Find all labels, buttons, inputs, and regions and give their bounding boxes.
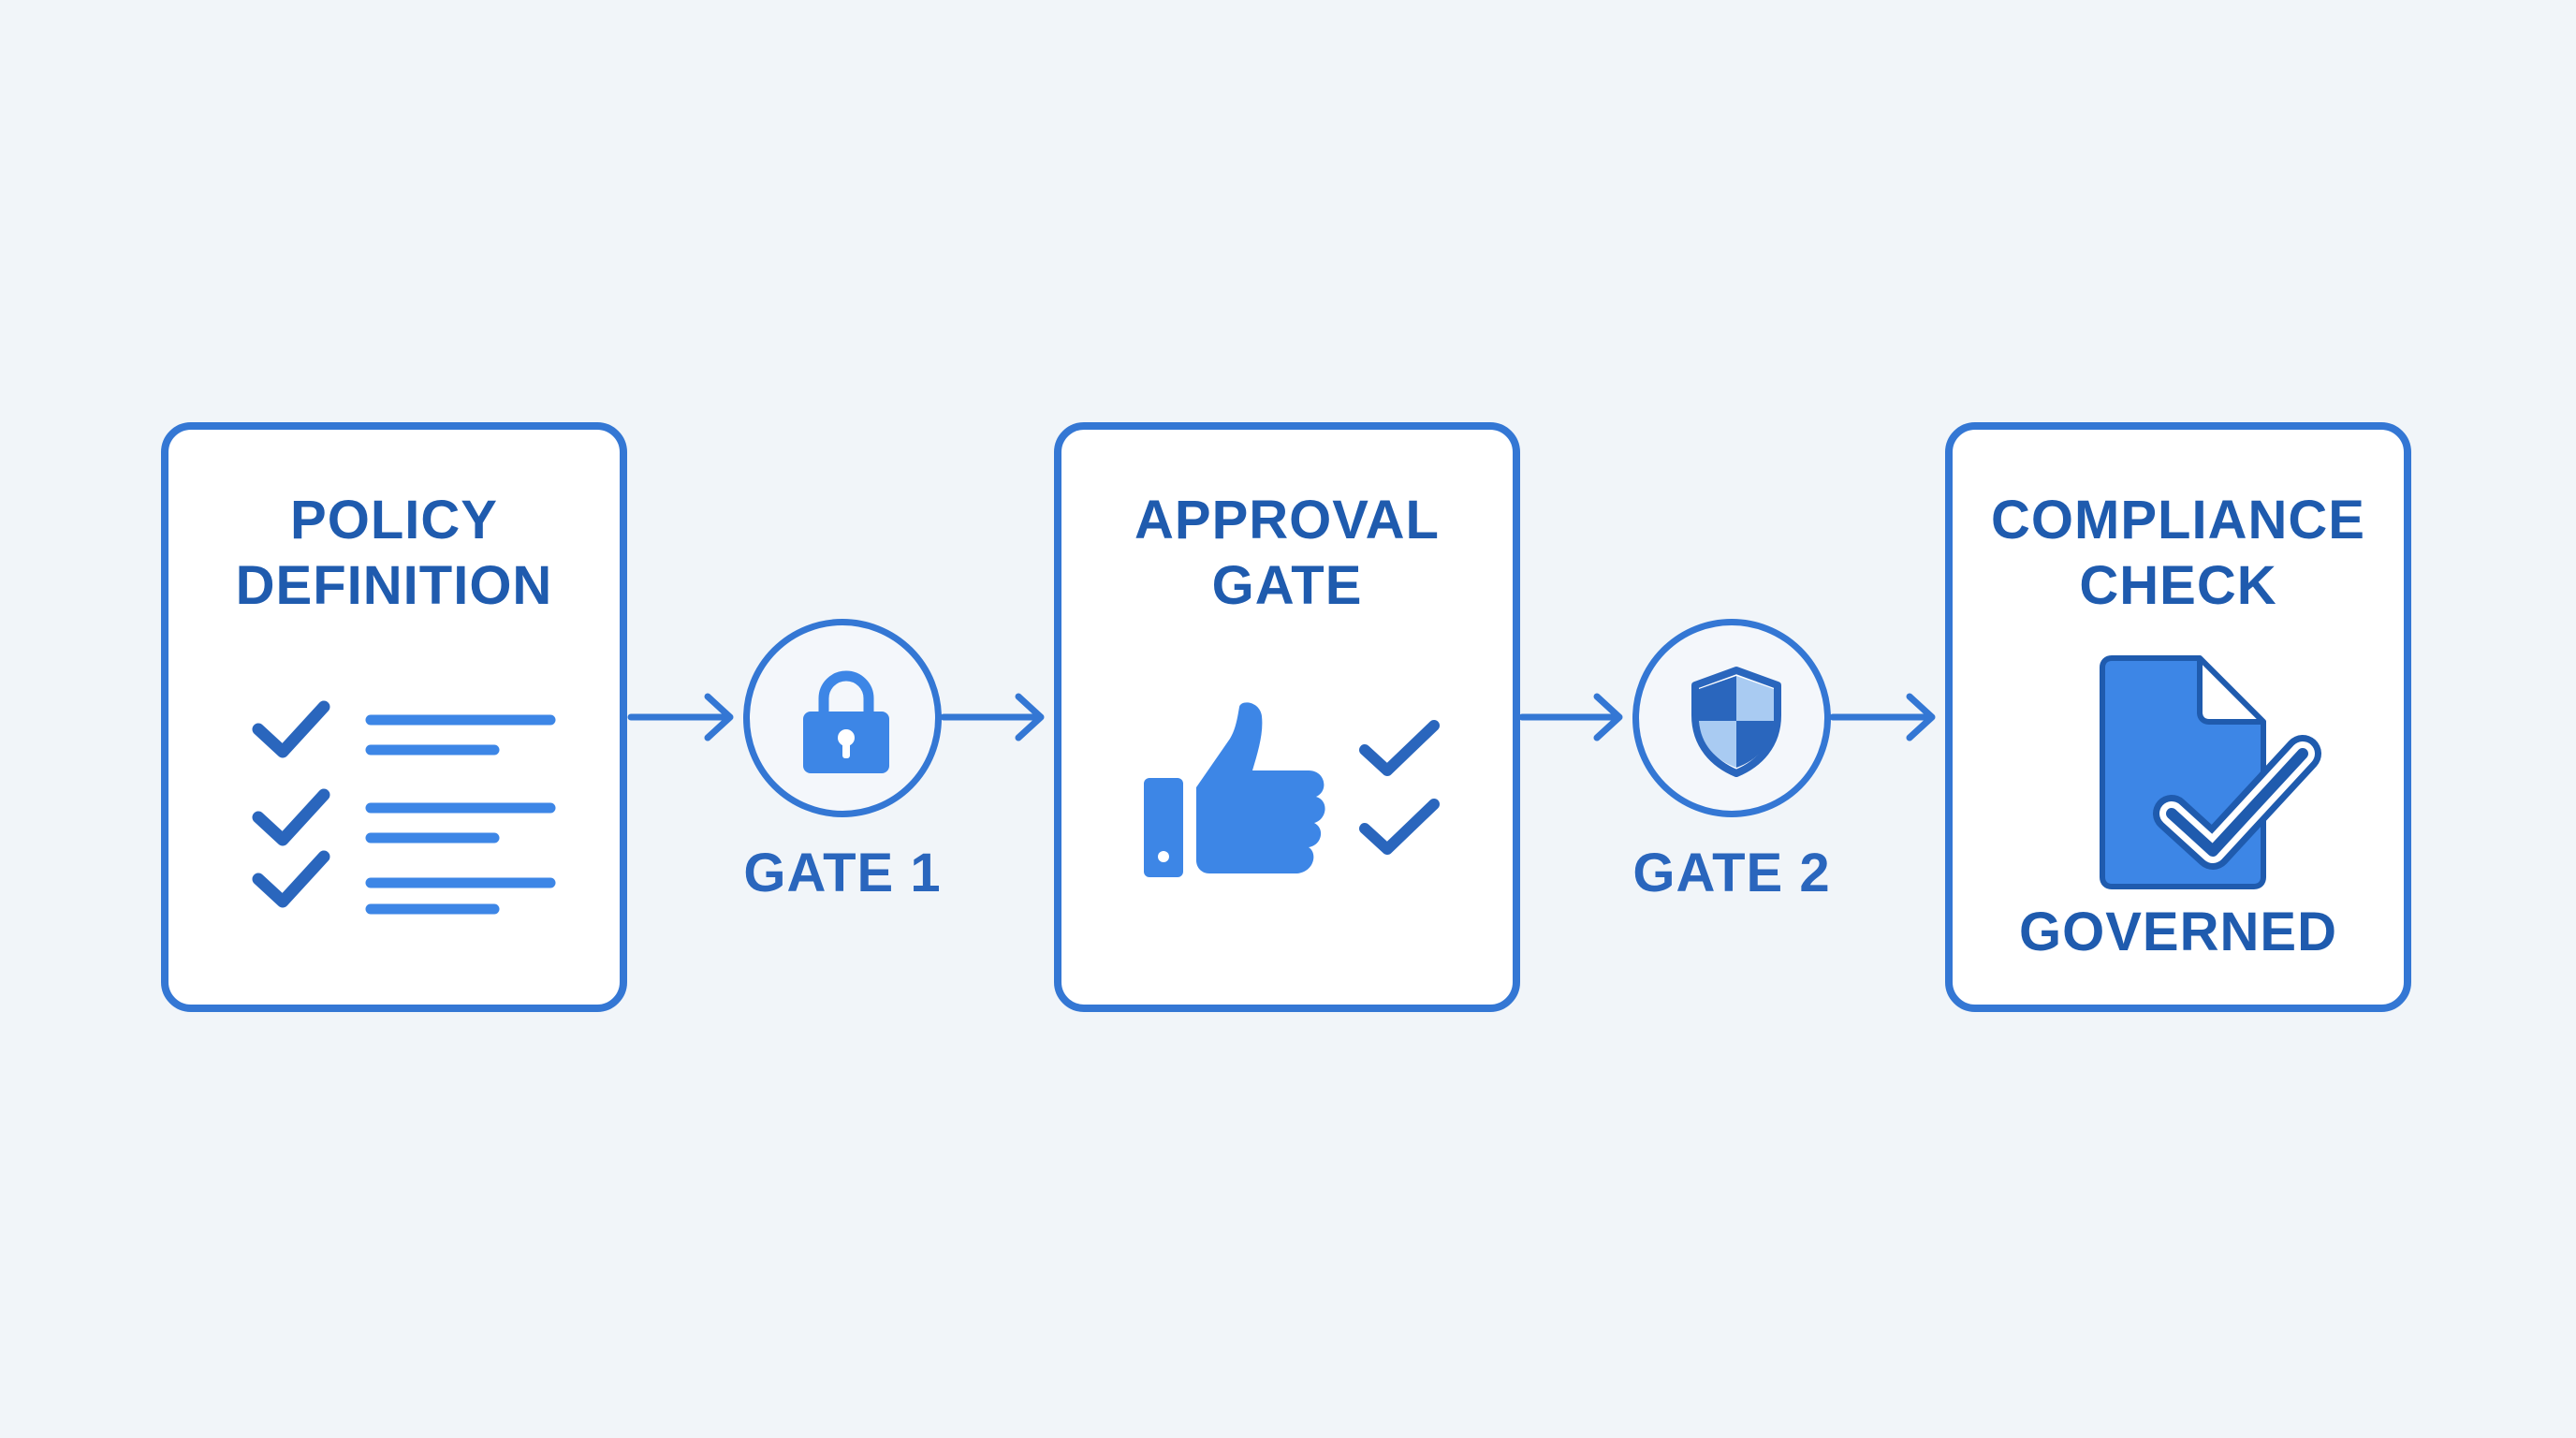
step-title: POLICY DEFINITION (168, 488, 620, 619)
step-title-line: COMPLIANCE (1991, 490, 2365, 550)
step-title-line: POLICY (290, 490, 498, 550)
arrow-policy-to-gate1 (627, 693, 734, 741)
step-title: COMPLIANCE CHECK (1953, 488, 2404, 619)
padlock-icon (803, 670, 889, 773)
document-check-icon (2100, 655, 2321, 889)
step-title-line: GATE (1211, 555, 1363, 616)
arrow-approval-to-gate2 (1518, 693, 1623, 741)
checklist-icon (252, 700, 556, 915)
step-compliance-check: COMPLIANCE CHECK GOVERNED (1945, 422, 2411, 1012)
gate-2-label: GATE 2 (1632, 843, 1831, 903)
step-title: APPROVAL GATE (1061, 488, 1513, 619)
gate-1-label: GATE 1 (743, 843, 942, 903)
double-check-icon (1359, 720, 1440, 855)
step-title-line: DEFINITION (235, 555, 553, 616)
step-title-line: APPROVAL (1134, 490, 1440, 550)
arrow-gate1-to-approval (940, 693, 1045, 741)
step-approval-gate: APPROVAL GATE (1054, 422, 1520, 1012)
shield-icon (1691, 667, 1781, 777)
gate-2-circle (1632, 619, 1831, 817)
thumbs-up-icon (1144, 702, 1325, 877)
gate-1-circle (743, 619, 942, 817)
step-policy-definition: POLICY DEFINITION (161, 422, 627, 1012)
step-title-line: CHECK (2079, 555, 2277, 616)
arrow-gate2-to-compliance (1829, 693, 1936, 741)
governed-label: GOVERNED (2019, 902, 2337, 962)
